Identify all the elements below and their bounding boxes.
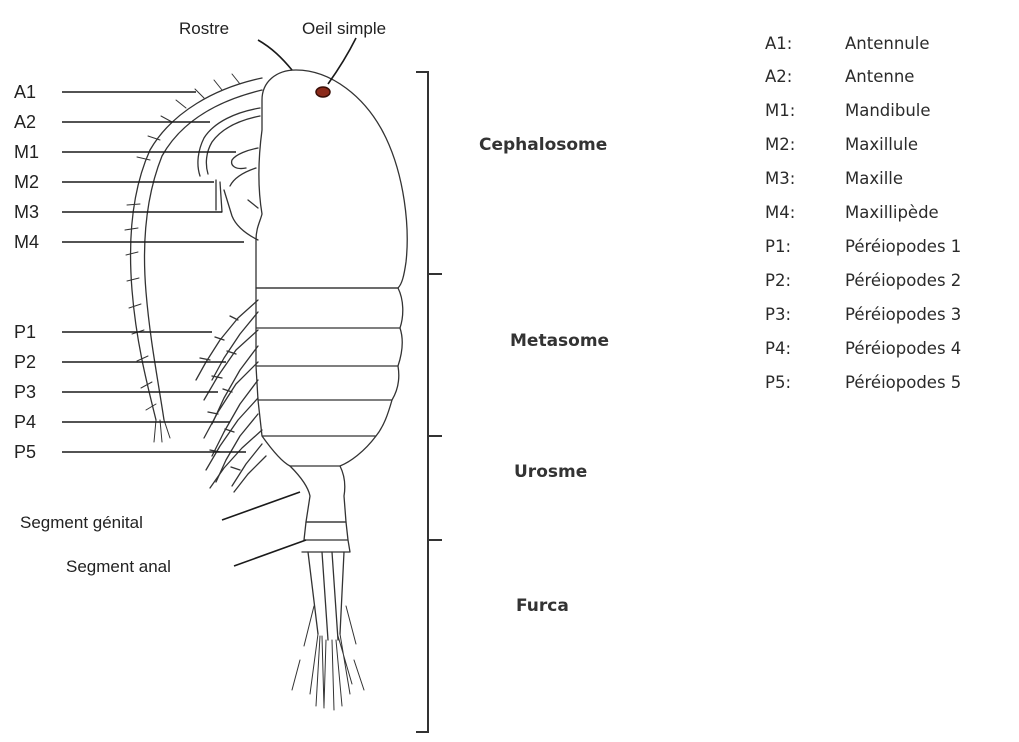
legend-code: P4: <box>765 339 835 358</box>
simple-eye <box>316 87 330 97</box>
legend-name: Péréiopodes 1 <box>845 237 961 256</box>
appendage-label-m2: M2 <box>14 172 39 192</box>
region-bracket <box>416 72 442 732</box>
region-label-metasome: Metasome <box>510 331 609 351</box>
region-label-cephalosome: Cephalosome <box>479 135 607 155</box>
legend-name: Maxille <box>845 169 903 188</box>
cephalosome-outline <box>256 70 407 288</box>
legend-name: Péréiopodes 5 <box>845 373 961 392</box>
appendage-label-a1: A1 <box>14 82 36 102</box>
legend-code: P1: <box>765 237 835 256</box>
rostre-label: Rostre <box>179 19 229 38</box>
legend-code: A1: <box>765 34 835 53</box>
appendage-label-p2: P2 <box>14 352 36 372</box>
furca-setae <box>292 606 364 710</box>
appendage-label-m4: M4 <box>14 232 39 252</box>
legend-name: Antennule <box>845 34 929 53</box>
appendage-label-m3: M3 <box>14 202 39 222</box>
mouthparts-drawing <box>216 148 258 240</box>
appendage-label-m1: M1 <box>14 142 39 162</box>
legend-name: Péréiopodes 3 <box>845 305 961 324</box>
appendage-label-p1: P1 <box>14 322 36 342</box>
legend-code: P3: <box>765 305 835 324</box>
legend-code: P2: <box>765 271 835 290</box>
legend-name: Mandibule <box>845 101 931 120</box>
appendage-label-p4: P4 <box>14 412 36 432</box>
segment-genital-label: Segment génital <box>20 513 143 532</box>
oeil-simple-label: Oeil simple <box>302 19 386 38</box>
segment-anal-label: Segment anal <box>66 557 171 576</box>
legend-code: M3: <box>765 169 835 188</box>
appendage-label-p3: P3 <box>14 382 36 402</box>
antennule-drawing <box>131 78 262 420</box>
furca-outline <box>308 552 344 640</box>
region-label-urosme: Urosme <box>514 462 587 482</box>
appendage-label-p5: P5 <box>14 442 36 462</box>
appendage-label-a2: A2 <box>14 112 36 132</box>
legend-code: M4: <box>765 203 835 222</box>
leader-lines <box>62 38 356 566</box>
legend-code: M2: <box>765 135 835 154</box>
legend-name: Maxillule <box>845 135 918 154</box>
anal-segment-outline <box>302 522 350 552</box>
legend-name: Maxillipède <box>845 203 939 222</box>
metasome-outline <box>256 288 403 466</box>
region-label-furca: Furca <box>516 596 569 616</box>
legend-name: Péréiopodes 4 <box>845 339 961 358</box>
legend-code: P5: <box>765 373 835 392</box>
legend-code: M1: <box>765 101 835 120</box>
legend-code: A2: <box>765 67 835 86</box>
legend-name: Péréiopodes 2 <box>845 271 961 290</box>
legend-name: Antenne <box>845 67 914 86</box>
genital-segment-outline <box>290 466 346 522</box>
